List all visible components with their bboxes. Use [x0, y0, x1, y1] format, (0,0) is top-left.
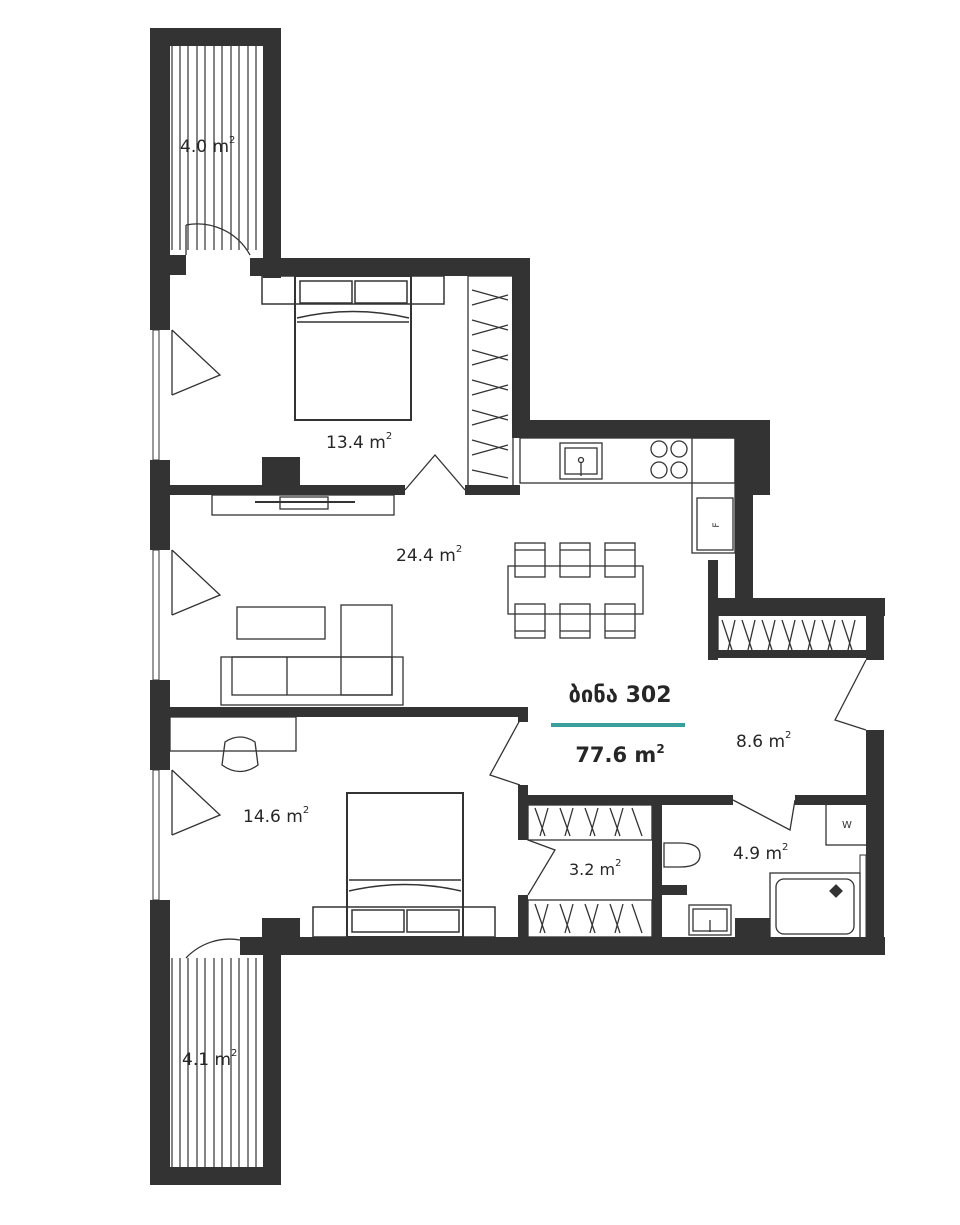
wardrobe-1: [467, 275, 514, 487]
fridge-label: F: [712, 522, 722, 527]
bed-1: [261, 275, 445, 421]
room-area-bathroom: 4.9 m2: [733, 842, 789, 864]
bed-2: [312, 792, 496, 938]
walls: [150, 255, 885, 960]
apartment-title-underline: [551, 723, 685, 727]
apartment-title: ბინა 302: [568, 683, 672, 708]
washer-label: W: [842, 820, 852, 831]
tv-console: [211, 494, 395, 516]
closet-shelves: [527, 804, 653, 938]
dining-table: [507, 542, 644, 639]
bathroom-fixtures: [663, 802, 869, 939]
kitchen: [519, 437, 736, 554]
room-area-hall: 8.6 m2: [736, 730, 792, 752]
room-area-bedroom-2: 14.6 m2: [243, 805, 310, 827]
apartment-total-area: 77.6 m2: [575, 742, 665, 767]
room-area-closet: 3.2 m2: [569, 858, 622, 879]
room-area-balcony-bottom: 4.1 m2: [182, 1048, 238, 1070]
desk: [169, 716, 297, 773]
balcony-bottom: [150, 940, 281, 1185]
sofa: [220, 604, 404, 706]
doors: [171, 223, 867, 959]
wardrobe-hall: [717, 614, 869, 656]
room-area-living: 24.4 m2: [396, 544, 463, 566]
room-area-balcony-top: 4.0 m2: [180, 135, 236, 157]
room-area-bedroom-1: 13.4 m2: [326, 431, 393, 453]
